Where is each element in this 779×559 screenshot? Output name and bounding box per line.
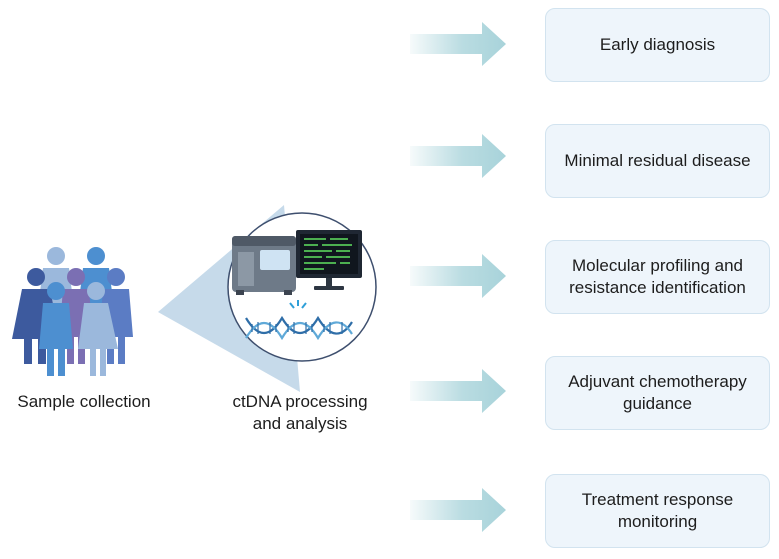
outcome-line: monitoring	[617, 512, 698, 531]
outcome-line: Treatment response	[581, 490, 734, 509]
processing-label-line1: ctDNA processing	[232, 392, 368, 411]
people-group-icon	[12, 247, 133, 376]
arrow-icon	[410, 254, 506, 298]
outcome-line: Adjuvant chemotherapy	[568, 372, 747, 391]
processing-label: ctDNA processing and analysis	[210, 391, 390, 435]
outcome-early-diagnosis: Early diagnosis	[545, 8, 770, 82]
spark-icon	[289, 300, 307, 309]
monitor-icon	[296, 230, 362, 290]
outcome-line: Molecular profiling and	[571, 256, 744, 275]
outcome-line: Early diagnosis	[599, 35, 716, 54]
outcome-line: Minimal residual disease	[564, 151, 751, 170]
outcome-adjuvant-chemotherapy: Adjuvant chemotherapy guidance	[545, 356, 770, 430]
sequencer-icon	[232, 236, 296, 295]
outcome-line: guidance	[622, 394, 692, 413]
arrow-icon	[410, 488, 506, 532]
outcome-molecular-profiling: Molecular profiling and resistance ident…	[545, 240, 770, 314]
arrow-icon	[410, 134, 506, 178]
outcome-minimal-residual-disease: Minimal residual disease	[545, 124, 770, 198]
dna-icon	[245, 315, 353, 341]
outcome-line: resistance identification	[569, 278, 746, 297]
arrow-icon	[410, 369, 506, 413]
sample-collection-label: Sample collection	[17, 392, 151, 411]
processing-label-line2: and analysis	[252, 414, 348, 433]
outcome-treatment-response: Treatment response monitoring	[545, 474, 770, 548]
arrow-icon	[410, 22, 506, 66]
